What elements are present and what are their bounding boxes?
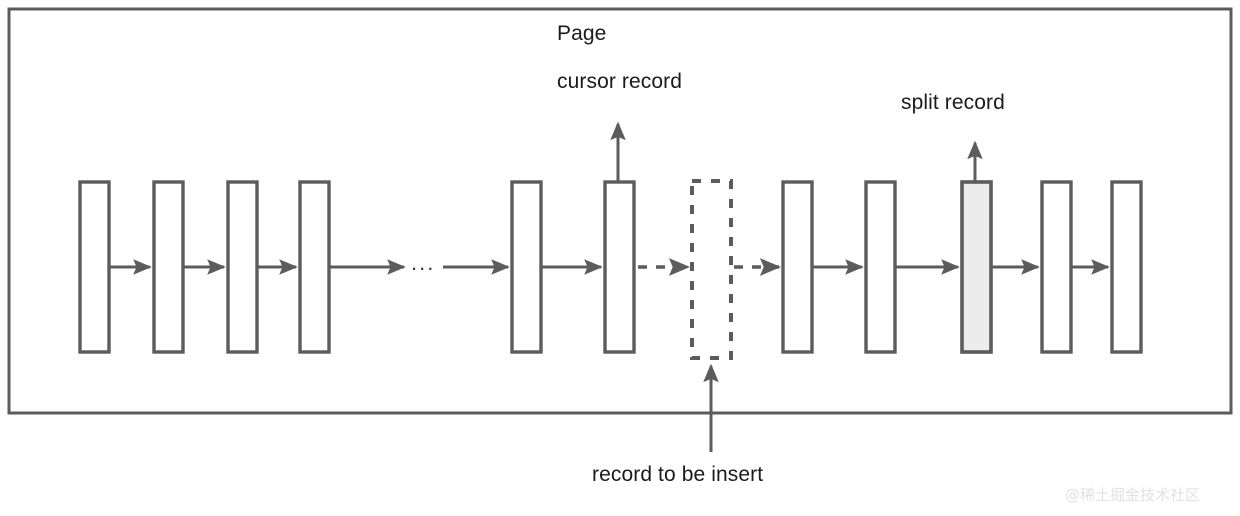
record-box-10 [1040,180,1073,354]
record-box-3 [226,180,259,354]
cursor-record-box [603,180,636,354]
record-box-11 [1110,180,1143,354]
record-box-4 [298,180,331,354]
insert-slot-box [690,179,733,360]
watermark-text: @稀土掘金技术社区 [1065,486,1201,504]
record-to-be-insert-label: record to be insert [592,463,764,486]
page-label: Page [557,22,607,45]
record-box-1 [78,180,111,354]
record-box-2 [152,180,185,354]
record-box-5 [510,180,543,354]
split-record-box [960,180,993,354]
ellipsis-label: ... [411,250,436,275]
record-box-7 [781,180,814,354]
cursor-record-label: cursor record [557,70,683,93]
split-record-label: split record [901,91,1005,114]
outer-frame [7,7,1233,415]
record-box-8 [864,180,897,354]
